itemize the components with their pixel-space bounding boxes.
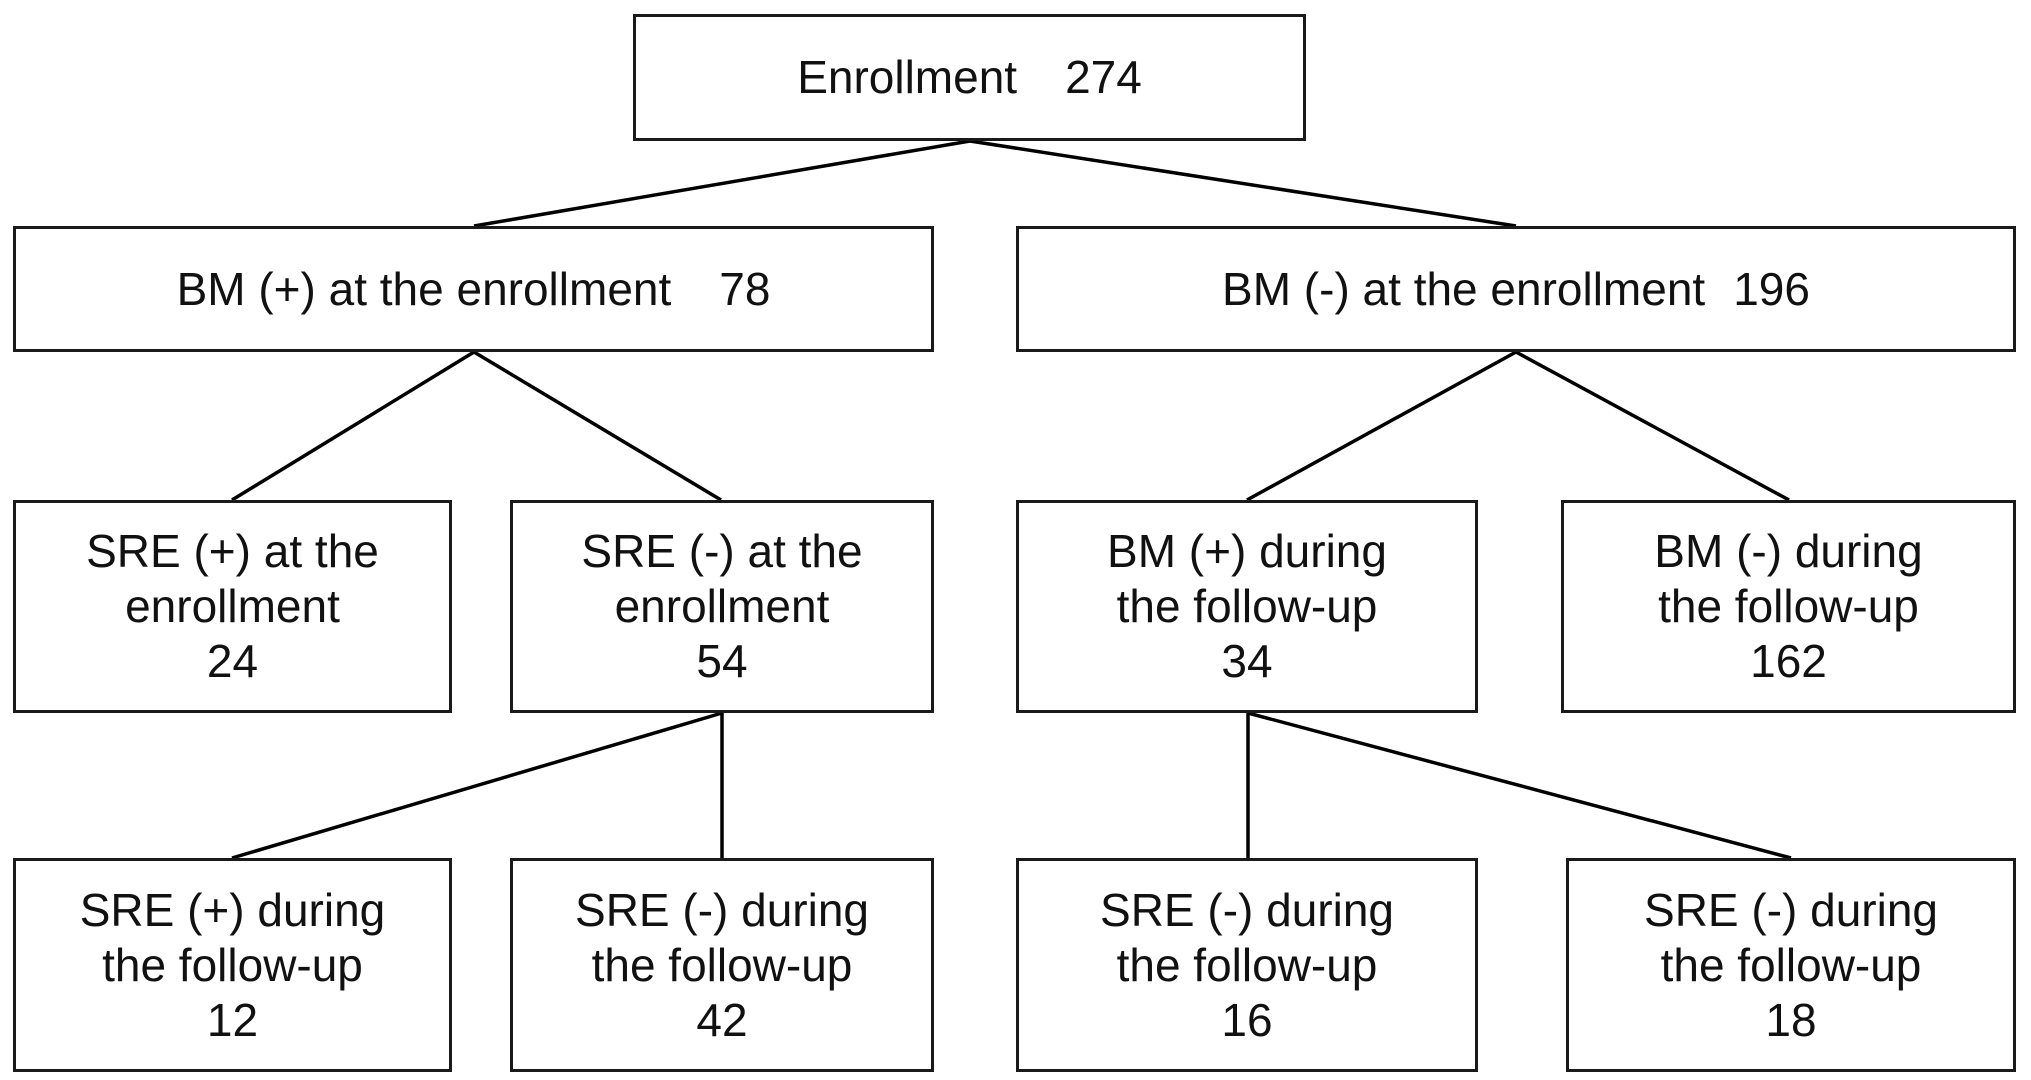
node-count: 162 bbox=[1750, 635, 1827, 687]
node-label: BM (+) at the enrollment bbox=[176, 262, 672, 315]
node-label-line2: the follow-up bbox=[1660, 938, 1922, 991]
node-sre-negative-enrollment: SRE (-) at the enrollment 54 bbox=[510, 500, 934, 713]
node-label-line2: the follow-up bbox=[1658, 580, 1919, 632]
connector-bm-neg-to-bm-pos-follow bbox=[1246, 350, 1517, 502]
node-count: 196 bbox=[1733, 262, 1810, 315]
node-label-line1: BM (+) during bbox=[1107, 525, 1387, 577]
node-label: Enrollment bbox=[797, 51, 1018, 103]
connector-bm-pos-to-sre-neg bbox=[473, 350, 722, 502]
node-label-line2: the follow-up bbox=[1116, 938, 1378, 991]
node-count: 274 bbox=[1065, 51, 1142, 103]
node-label-line1: SRE (-) at the bbox=[581, 525, 863, 577]
node-count: 12 bbox=[206, 993, 259, 1046]
node-bm-positive-enrollment: BM (+) at the enrollment 78 bbox=[13, 226, 934, 352]
node-label-line1: SRE (-) during bbox=[1100, 883, 1394, 936]
node-bm-negative-enrollment: BM (-) at the enrollment 196 bbox=[1016, 226, 2016, 352]
node-bm-negative-followup: BM (-) during the follow-up 162 bbox=[1561, 500, 2016, 713]
node-sre-positive-followup: SRE (+) during the follow-up 12 bbox=[13, 858, 452, 1072]
node-label-line1: BM (-) during bbox=[1654, 525, 1923, 577]
connector-bm-pos-to-sre-pos bbox=[231, 350, 475, 502]
node-sre-positive-enrollment: SRE (+) at the enrollment 24 bbox=[13, 500, 452, 713]
node-count: 16 bbox=[1221, 993, 1273, 1046]
node-label-line2: the follow-up bbox=[591, 938, 853, 991]
node-sre-negative-followup-a: SRE (-) during the follow-up 42 bbox=[510, 858, 934, 1072]
connector-sre-neg-to-sre-pos-follow bbox=[231, 711, 723, 860]
connector-bm-pos-follow-to-sre-neg-c bbox=[1247, 711, 1792, 860]
node-label-line1: SRE (+) during bbox=[79, 883, 386, 936]
node-count: 24 bbox=[206, 635, 259, 687]
node-label-line1: SRE (-) during bbox=[1644, 883, 1938, 936]
node-bm-positive-followup: BM (+) during the follow-up 34 bbox=[1016, 500, 1478, 713]
node-count: 78 bbox=[719, 262, 771, 315]
node-label-line2: enrollment bbox=[614, 580, 830, 632]
node-sre-negative-followup-b: SRE (-) during the follow-up 16 bbox=[1016, 858, 1478, 1072]
node-label: BM (-) at the enrollment bbox=[1222, 262, 1706, 315]
node-label-line2: enrollment bbox=[125, 580, 340, 632]
node-label-line1: SRE (-) during bbox=[575, 883, 869, 936]
connector-bm-neg-to-bm-neg-follow bbox=[1515, 350, 1790, 502]
connector-enrollment-to-bm-neg bbox=[969, 139, 1517, 228]
node-count: 54 bbox=[696, 635, 748, 687]
node-count: 18 bbox=[1765, 993, 1817, 1046]
node-enrollment: Enrollment 274 bbox=[633, 14, 1306, 141]
node-label-line2: the follow-up bbox=[102, 938, 363, 991]
node-count: 42 bbox=[696, 993, 748, 1046]
node-sre-negative-followup-c: SRE (-) during the follow-up 18 bbox=[1566, 858, 2016, 1072]
node-label-line1: SRE (+) at the bbox=[86, 525, 379, 577]
node-label-line2: the follow-up bbox=[1116, 580, 1378, 632]
connector-enrollment-to-bm-pos bbox=[473, 139, 971, 228]
node-count: 34 bbox=[1221, 635, 1273, 687]
